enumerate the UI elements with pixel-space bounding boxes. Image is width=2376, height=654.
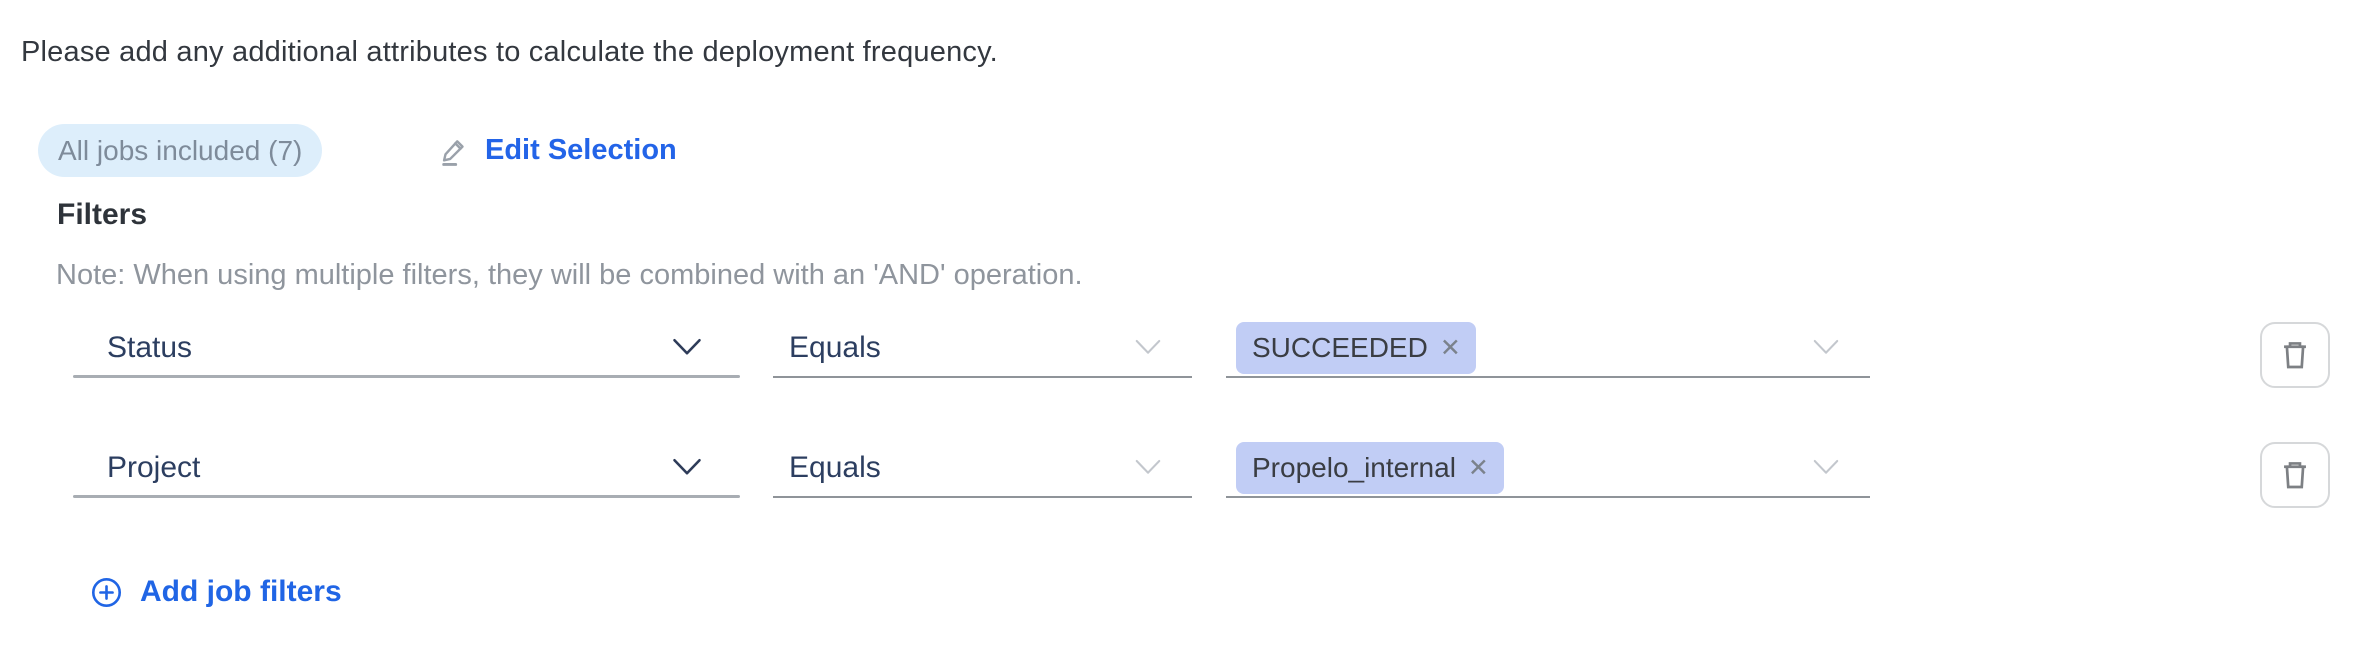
filters-note: Note: When using multiple filters, they … [56,259,1083,291]
filter-row2-operator-value: Equals [789,451,881,484]
filter-row1-operator-value: Equals [789,331,881,364]
filter-row2-attribute-value: Project [107,451,201,484]
select-underline [1226,375,1870,378]
edit-selection-button[interactable]: Edit Selection [438,124,677,177]
remove-tag-icon[interactable]: ✕ [1467,453,1489,482]
delete-filter-row1-button[interactable] [2260,322,2330,388]
select-underline [73,495,740,498]
add-job-filters-button[interactable]: Add job filters [90,572,342,612]
filter-row2-values-select[interactable]: Propelo_internal ✕ [1226,438,1870,498]
select-underline [1226,495,1870,498]
filter-row1-operator-select[interactable]: Equals [773,318,1192,378]
trash-icon [2277,337,2313,373]
edit-selection-label: Edit Selection [485,134,677,166]
filter-row1-values-select[interactable]: SUCCEEDED ✕ [1226,318,1870,378]
remove-tag-icon[interactable]: ✕ [1439,333,1461,362]
jobs-included-badge-label: All jobs included (7) [58,134,303,166]
filter-row1-attribute-value: Status [107,331,193,364]
filter-row1-attribute-select[interactable]: Status [73,318,740,378]
select-underline [773,495,1192,498]
instruction-text: Please add any additional attributes to … [21,36,998,68]
filter-row2-attribute-select[interactable]: Project [73,438,740,498]
jobs-included-badge: All jobs included (7) [38,124,323,177]
delete-filter-row2-button[interactable] [2260,442,2330,508]
select-underline [773,375,1192,378]
edit-pencil-icon [438,134,472,168]
select-underline [73,375,740,378]
chevron-down-icon [1134,459,1162,476]
chevron-down-icon [1134,339,1162,356]
filter-row1-value-tag-label: SUCCEEDED [1252,332,1428,363]
chevron-down-icon [1812,459,1840,476]
plus-circle-icon [90,576,123,609]
trash-icon [2277,457,2313,493]
chevron-down-icon [672,458,702,477]
filter-row2-value-tag: Propelo_internal ✕ [1236,442,1504,494]
filter-row2-operator-select[interactable]: Equals [773,438,1192,498]
filters-heading: Filters [57,198,148,231]
filter-row1-value-tag: SUCCEEDED ✕ [1236,322,1476,374]
chevron-down-icon [672,338,702,357]
filter-row2-value-tag-label: Propelo_internal [1252,452,1456,483]
chevron-down-icon [1812,339,1840,356]
add-job-filters-label: Add job filters [140,575,342,608]
